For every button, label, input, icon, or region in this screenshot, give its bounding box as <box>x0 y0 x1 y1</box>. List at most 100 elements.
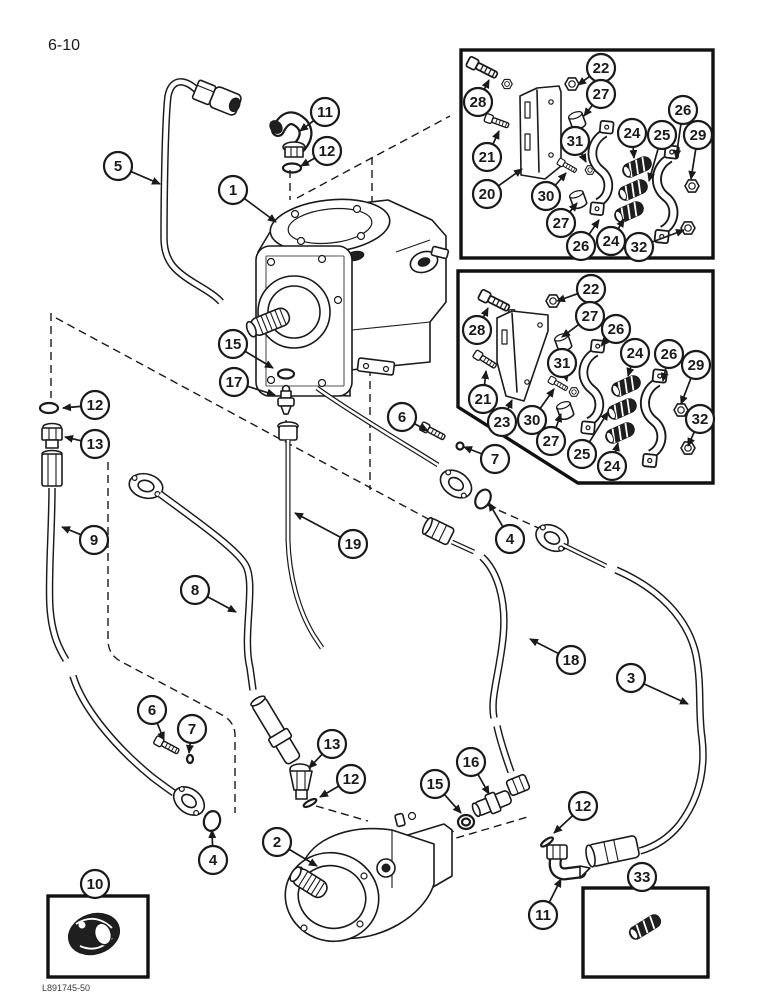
callout-8: 8 <box>179 574 237 613</box>
callout-26: 26 <box>565 219 600 262</box>
balloon-circle <box>626 861 658 893</box>
leader-line <box>554 172 567 186</box>
bolt-21-lower <box>471 349 499 371</box>
hose-5 <box>160 78 242 305</box>
o-ring-4-bottom-left <box>202 810 222 832</box>
leader-line <box>647 148 659 182</box>
leader-line <box>688 149 697 180</box>
balloon-circle <box>684 403 716 435</box>
balloon-number: 1 <box>229 182 237 199</box>
callout-4: 4 <box>197 829 229 876</box>
balloon-number: 24 <box>627 345 644 362</box>
callout-23: 23 <box>486 399 518 438</box>
cushion-24-lower-b <box>602 419 638 447</box>
balloon-number: 4 <box>506 531 515 548</box>
callout-4: 4 <box>488 502 526 555</box>
balloon-number: 17 <box>226 374 243 391</box>
balloon-number: 26 <box>573 238 590 255</box>
inset-box-lower-clamp-kit <box>456 269 715 485</box>
callout-32: 32 <box>684 403 716 447</box>
callout-18: 18 <box>529 638 587 676</box>
callout-12: 12 <box>62 389 111 421</box>
balloon-number: 9 <box>90 532 98 549</box>
balloon-number: 12 <box>575 798 592 815</box>
balloon-circle <box>218 366 250 398</box>
balloon-number: 4 <box>209 852 218 869</box>
balloon-circle <box>455 746 487 778</box>
callout-11: 11 <box>299 96 341 132</box>
leader-line <box>130 170 161 185</box>
leader-line <box>62 403 81 412</box>
bracket-23 <box>496 310 549 402</box>
balloon-circle <box>79 389 111 421</box>
balloon-circle <box>309 96 341 128</box>
clamp-26-lower-right <box>638 369 668 468</box>
leader-line <box>156 723 165 741</box>
callout-25: 25 <box>646 119 678 182</box>
balloon-number: 30 <box>524 412 541 429</box>
balloon-circle <box>217 328 249 360</box>
bolt-6-lower <box>152 734 182 757</box>
balloon-circle <box>197 844 229 876</box>
pump-shaft <box>245 307 291 338</box>
balloon-circle <box>653 338 685 370</box>
balloon-number: 10 <box>87 876 104 893</box>
fitting-13-left <box>41 422 63 449</box>
callout-11: 11 <box>527 878 562 931</box>
bushing-27-lower-b <box>554 399 576 422</box>
balloon-number: 7 <box>491 451 499 468</box>
fitting-13-lower <box>289 763 313 800</box>
callout-16: 16 <box>455 746 490 795</box>
hose-18-end-nut <box>505 773 531 797</box>
balloon-circle <box>462 86 494 118</box>
o-ring-12-left <box>38 401 60 415</box>
balloon-number: 28 <box>470 94 487 111</box>
nut-upper-small <box>501 78 513 90</box>
balloon-number: 6 <box>148 702 156 719</box>
leader-line <box>577 75 590 86</box>
callout-12: 12 <box>300 135 343 167</box>
leader-line <box>548 878 562 903</box>
balloon-circle <box>337 528 369 560</box>
balloon-circle <box>78 524 110 556</box>
balloon-number: 21 <box>475 391 492 408</box>
leader-line <box>244 197 277 223</box>
balloon-circle <box>535 425 567 457</box>
o-ring-15-bottom <box>456 813 476 831</box>
leader-line <box>680 378 692 405</box>
callout-12: 12 <box>319 763 367 798</box>
nut-22-upper <box>564 77 580 91</box>
leader-line <box>300 157 315 167</box>
callout-15: 15 <box>217 328 274 369</box>
balloon-number: 24 <box>603 233 620 250</box>
callout-3: 3 <box>615 662 689 705</box>
balloon-number: 26 <box>608 321 625 338</box>
o-ring-12-bottom-right <box>539 836 555 848</box>
balloon-circle <box>600 313 632 345</box>
callout-29: 29 <box>680 349 712 405</box>
leader-line <box>308 753 323 769</box>
callout-13: 13 <box>308 728 348 769</box>
balloon-number: 18 <box>563 652 580 669</box>
balloon-circle <box>646 119 678 151</box>
leader-line <box>492 130 500 145</box>
hose-18 <box>421 516 531 818</box>
cushion-24-upper-b <box>611 198 647 226</box>
pin-part-33 <box>628 914 662 940</box>
leader-line <box>64 434 82 443</box>
hose-8-connector <box>250 695 301 765</box>
elbow-fitting-11 <box>269 111 313 158</box>
balloon-circle <box>546 347 578 379</box>
leader-line <box>186 743 194 754</box>
callout-26: 26 <box>653 338 685 382</box>
balloon-circle <box>136 694 168 726</box>
balloon-number: 12 <box>87 397 104 414</box>
balloon-circle <box>316 728 348 760</box>
balloon-number: 26 <box>675 102 692 119</box>
hydraulic-pump <box>245 198 450 397</box>
callout-24: 24 <box>616 117 648 159</box>
leader-line <box>463 446 482 455</box>
leader-line <box>612 442 620 453</box>
balloon-number: 20 <box>479 186 496 203</box>
o-ring-7-center <box>455 441 465 451</box>
